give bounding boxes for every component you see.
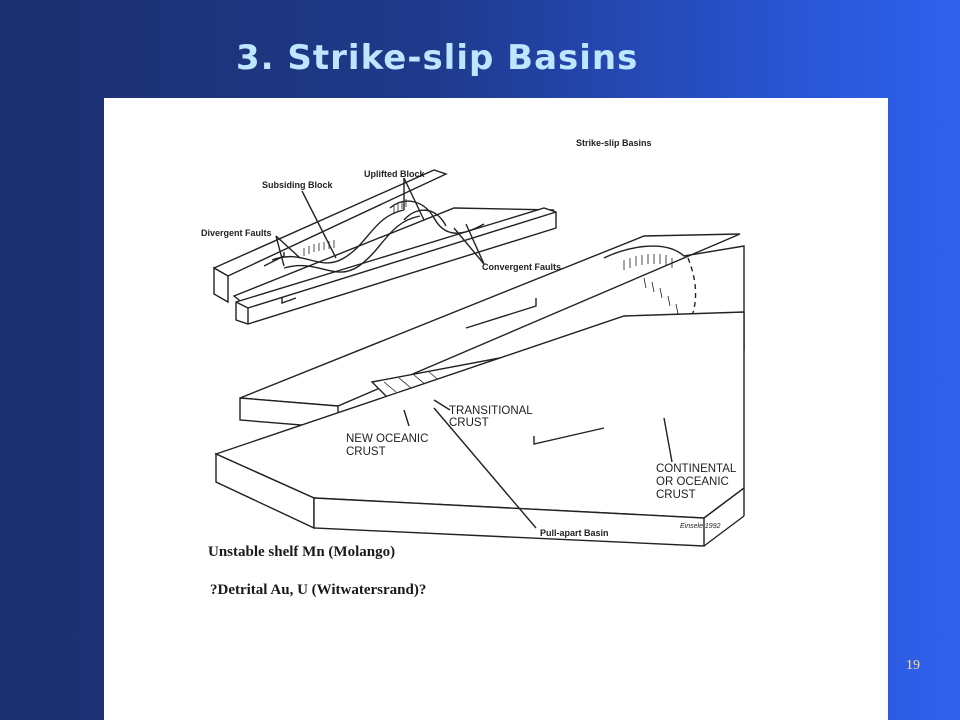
label-new-oceanic-crust: NEW OCEANIC	[346, 433, 428, 445]
caption-line-2: ?Detrital Au, U (Witwatersrand)?	[210, 582, 426, 599]
label-convergent-faults: Convergent Faults	[482, 262, 561, 272]
figure-credit: Einsele 1992	[680, 523, 721, 530]
strike-slip-diagram: Strike-slip Basins Subsiding Block Uplif…	[104, 98, 888, 720]
label-pull-apart-basin: Pull-apart Basin	[540, 528, 609, 538]
label-subsiding-block: Subsiding Block	[262, 180, 334, 190]
slide-title: 3. Strike-slip Basins	[236, 38, 638, 78]
figure-panel: Strike-slip Basins Subsiding Block Uplif…	[104, 98, 888, 720]
caption-line-1: Unstable shelf Mn (Molango)	[208, 544, 395, 561]
label-new-oceanic-crust-2: CRUST	[346, 446, 386, 458]
label-continental-crust-2: OR OCEANIC	[656, 476, 729, 488]
label-continental-crust-3: CRUST	[656, 489, 696, 501]
diagram-heading: Strike-slip Basins	[576, 138, 652, 148]
label-continental-crust: CONTINENTAL	[656, 463, 737, 475]
label-divergent-faults: Divergent Faults	[201, 228, 272, 238]
label-transitional-crust: TRANSITIONAL	[449, 405, 533, 417]
label-transitional-crust-2: CRUST	[449, 417, 489, 429]
page-number: 19	[906, 658, 920, 674]
label-uplifted-block: Uplifted Block	[364, 169, 425, 179]
